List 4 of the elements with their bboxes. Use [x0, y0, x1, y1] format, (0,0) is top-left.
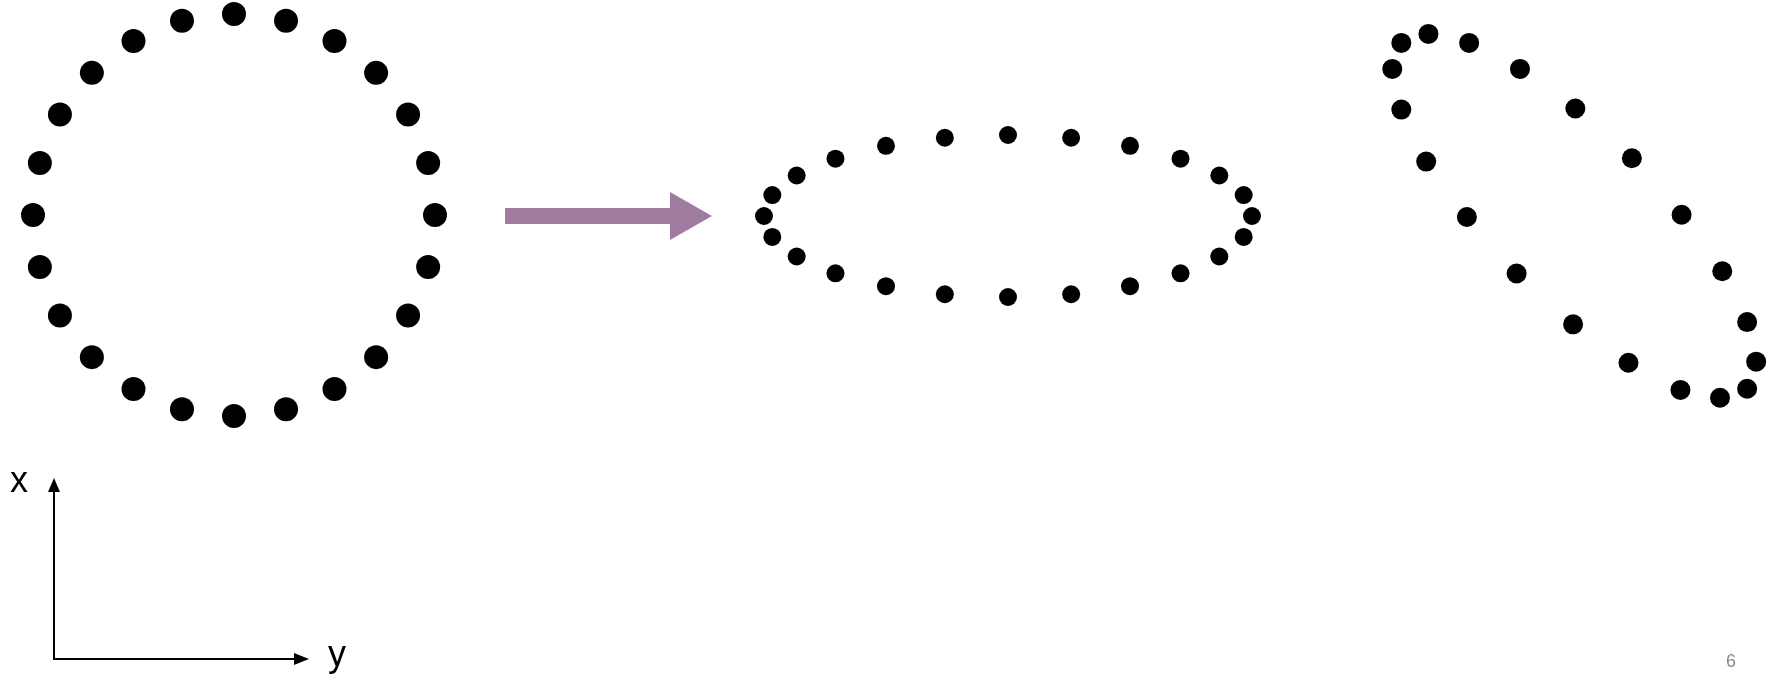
page-number: 6: [1726, 652, 1736, 670]
arrow: [505, 192, 712, 240]
axis-label: x: [10, 462, 28, 498]
axis-label: y: [328, 636, 346, 672]
